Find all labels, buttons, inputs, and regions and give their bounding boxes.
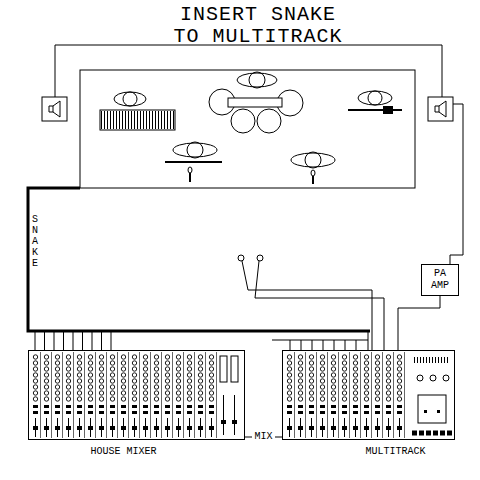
- player-body: [237, 73, 277, 87]
- transport-knob: [443, 375, 449, 381]
- meter-dots: [414, 357, 450, 363]
- master-knob: [232, 420, 237, 424]
- signal-cable: [398, 296, 440, 350]
- drum: [231, 109, 255, 133]
- channel-strips: [30, 351, 217, 439]
- instrument: [165, 161, 222, 163]
- transport-buttons: [412, 431, 452, 436]
- speaker-box: [428, 97, 453, 121]
- master-slot: [223, 395, 224, 435]
- player-body: [358, 91, 392, 105]
- channel-strips: [284, 351, 405, 439]
- insert-line: [272, 340, 368, 341]
- player-body: [114, 92, 146, 106]
- multitrack-console: [284, 351, 452, 439]
- singer: [291, 152, 335, 184]
- player-head: [123, 92, 137, 106]
- speaker-box: [42, 97, 67, 121]
- diagram-title: INSERT SNAKE TO MULTITRACK: [163, 4, 353, 48]
- keyboard-keys: [101, 111, 174, 129]
- node-label: PA AMP: [425, 268, 455, 292]
- mic: [257, 255, 263, 261]
- player-head: [305, 152, 321, 168]
- transport-knob: [430, 375, 436, 381]
- tape-window: [418, 395, 446, 423]
- mic-cable: [255, 261, 384, 350]
- speaker-symbol: [428, 97, 453, 121]
- player-body: [173, 143, 217, 157]
- keyboard: [100, 110, 175, 130]
- guitar-body: [383, 106, 393, 114]
- mixer-console-box: HOUSE MIXER: [28, 350, 245, 440]
- singer: [165, 142, 222, 182]
- drum-rack: [228, 98, 282, 107]
- mic-stand: [189, 173, 191, 182]
- transport-knob: [417, 375, 423, 381]
- speaker-wire: [450, 104, 463, 264]
- master-knob: [221, 420, 226, 424]
- insert-drops: [290, 331, 368, 350]
- room-mics: [238, 255, 384, 350]
- speaker-cone: [435, 101, 446, 117]
- snake-cable: [28, 188, 370, 350]
- mic-cable: [242, 261, 372, 350]
- master-fader: [220, 356, 227, 382]
- drum-kit: [209, 72, 303, 133]
- guitar-player: [348, 91, 402, 114]
- tape-reel: [437, 410, 440, 413]
- edge-label: MIX: [252, 431, 274, 443]
- keyboard-player: [100, 92, 175, 130]
- mic-stand: [312, 176, 314, 184]
- master-slot: [234, 395, 235, 435]
- node-label: MULTITRACK: [310, 446, 480, 458]
- mic: [238, 255, 244, 261]
- tape-reel: [424, 410, 427, 413]
- speaker-wire: [55, 45, 442, 97]
- speaker-symbol: [42, 97, 67, 121]
- stage-outline: [80, 70, 415, 188]
- mic: [188, 167, 192, 173]
- mixer-console: [30, 351, 238, 439]
- node-label: HOUSE MIXER: [16, 446, 231, 458]
- player-head: [187, 142, 203, 158]
- guitar: [348, 109, 402, 111]
- speaker-cone: [49, 101, 60, 117]
- mic: [311, 170, 315, 176]
- drum: [257, 109, 281, 133]
- mixer-console-box: MULTITRACK: [282, 350, 455, 440]
- player-head: [249, 72, 265, 88]
- player-body: [291, 153, 335, 167]
- amp-box: PA AMP: [421, 264, 459, 296]
- player-head: [368, 91, 382, 105]
- cable-label: SNAKE: [30, 214, 40, 269]
- snake-trunk: [28, 188, 370, 331]
- snake-drops: [35, 331, 111, 350]
- master-fader: [231, 356, 238, 382]
